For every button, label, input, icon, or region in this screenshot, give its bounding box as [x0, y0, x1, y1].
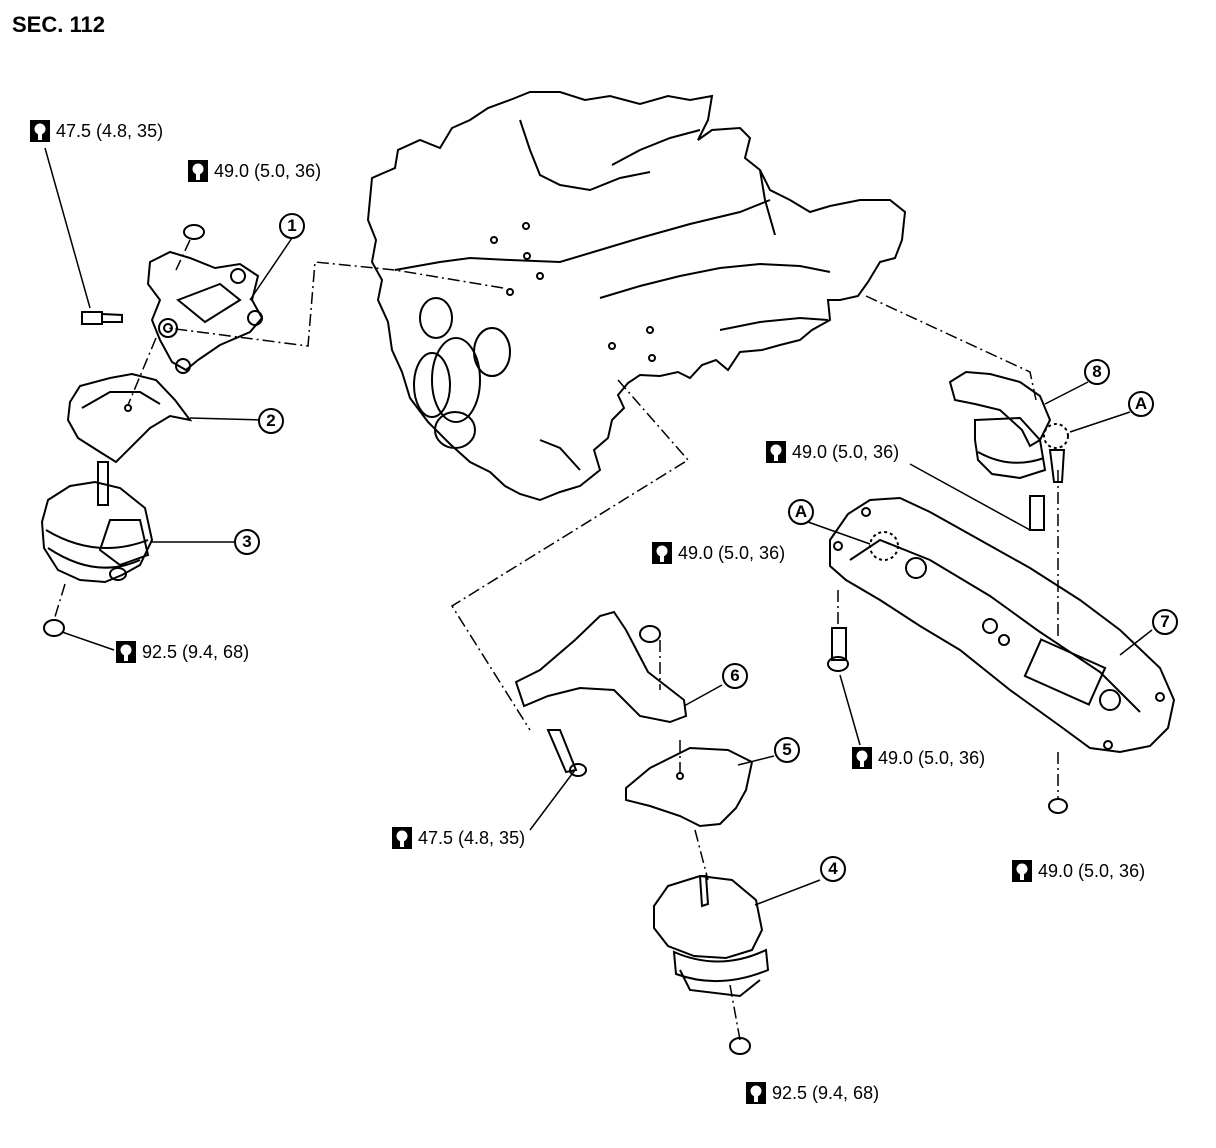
callout-3: 3: [234, 529, 260, 555]
section-label: SEC. 112: [12, 12, 105, 37]
torque-value: 47.5 (4.8, 35): [418, 827, 526, 848]
torque-label: 47.5 (4.8, 35): [30, 120, 163, 142]
torque-value: 47.5 (4.8, 35): [56, 120, 164, 141]
torque-wrench-icon: [30, 120, 50, 142]
torque-wrench-icon: [392, 827, 412, 849]
part-7-rear-mount-member: [828, 498, 1174, 813]
callout-8: 8: [1084, 359, 1110, 385]
torque-wrench-icon: [652, 542, 672, 564]
torque-value: 49.0 (5.0, 36): [878, 747, 986, 768]
torque-label: 92.5 (9.4, 68): [116, 641, 249, 663]
torque-wrench-icon: [746, 1082, 766, 1104]
leader-lines: [54, 240, 1058, 1040]
callout-a-upper: A: [1128, 391, 1154, 417]
torque-wrench-icon: [116, 641, 136, 663]
torque-label: 49.0 (5.0, 36): [1012, 860, 1145, 882]
torque-wrench-icon: [852, 747, 872, 769]
callout-4: 4: [820, 856, 846, 882]
label-leaders: [45, 148, 1152, 905]
part-3-engine-mounting-insulator: [42, 462, 152, 636]
torque-label: 49.0 (5.0, 36): [766, 441, 899, 463]
torque-value: 92.5 (9.4, 68): [142, 641, 250, 662]
callout-6: 6: [722, 663, 748, 689]
part-2-heat-insulator: [68, 374, 190, 462]
torque-wrench-icon: [1012, 860, 1032, 882]
part-6-engine-mount-bracket: [516, 612, 686, 776]
callout-5: 5: [774, 737, 800, 763]
engine-illustration: [368, 92, 905, 500]
part-1-engine-mount-bracket: [82, 225, 262, 373]
torque-label: 49.0 (5.0, 36): [652, 542, 785, 564]
torque-label: 92.5 (9.4, 68): [746, 1082, 879, 1104]
part-8-rear-mount-bracket: [950, 372, 1068, 530]
torque-label: 49.0 (5.0, 36): [852, 747, 985, 769]
torque-wrench-icon: [766, 441, 786, 463]
callout-a-lower: A: [788, 499, 814, 525]
part-4-engine-mounting-insulator: [654, 876, 768, 1054]
callout-2: 2: [258, 408, 284, 434]
torque-value: 49.0 (5.0, 36): [214, 160, 322, 181]
torque-value: 49.0 (5.0, 36): [678, 542, 786, 563]
torque-wrench-icon: [188, 160, 208, 182]
torque-value: 92.5 (9.4, 68): [772, 1082, 880, 1103]
torque-value: 49.0 (5.0, 36): [792, 441, 900, 462]
torque-value: 49.0 (5.0, 36): [1038, 860, 1146, 881]
callout-7: 7: [1152, 609, 1178, 635]
torque-label: 47.5 (4.8, 35): [392, 827, 525, 849]
part-5-heat-insulator: [626, 748, 752, 826]
torque-label: 49.0 (5.0, 36): [188, 160, 321, 182]
callout-1: 1: [279, 213, 305, 239]
